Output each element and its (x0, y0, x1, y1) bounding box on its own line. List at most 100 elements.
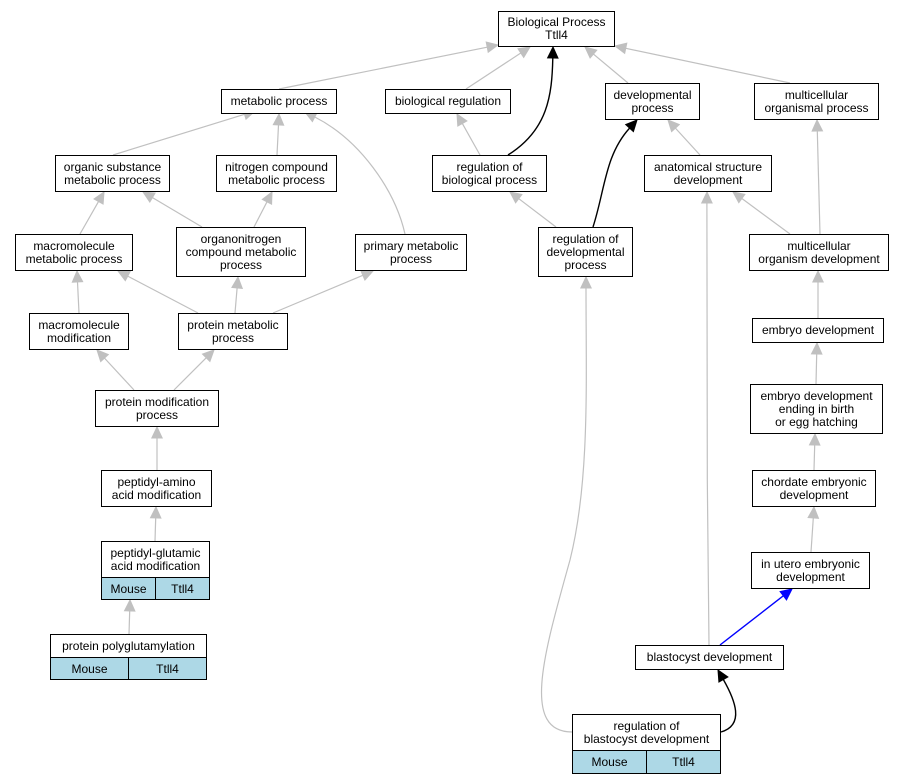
node-label: nitrogen compound metabolic process (225, 159, 328, 187)
arrowhead (261, 190, 273, 206)
node-anatomical-structure-development[interactable]: anatomical structure development (644, 155, 772, 192)
node-root-label: Biological Process Ttll4 (507, 15, 606, 42)
node-protein-modification-process[interactable]: protein modification process (95, 390, 219, 427)
node-label: chordate embryonic development (761, 474, 867, 502)
edge-bioreg-to-root (465, 46, 531, 90)
arrowhead (717, 668, 729, 683)
node-label: protein polyglutamylation (62, 639, 195, 653)
edge-inutero-to-chordate (807, 505, 820, 553)
annotation-row: Mouse Ttll4 (50, 657, 207, 680)
arrowhead (732, 191, 746, 204)
node-multicellular-organismal-process[interactable]: multicellular organismal process (754, 83, 879, 120)
node-label: biological regulation (394, 94, 502, 108)
node-label: peptidyl-amino acid modification (111, 474, 202, 502)
node-label: organonitrogen compound metabolic proces… (185, 231, 297, 272)
edge-proteinmetab-to-macrometab (116, 270, 199, 314)
node-in-utero-embryonic-development[interactable]: in utero embryonic development (751, 552, 870, 589)
arrowhead (779, 588, 793, 601)
edge-macrometab-to-organicsub (79, 190, 105, 235)
edge-multiorg-to-root (613, 42, 791, 84)
arrowhead (517, 46, 531, 59)
arrowhead (812, 269, 824, 283)
edge-regdev-to-regbio (509, 191, 557, 228)
node-embryo-development[interactable]: embryo development (752, 318, 884, 343)
node-developmental-process[interactable]: developmental process (605, 83, 700, 120)
node-embryo-development-ending-in-birth[interactable]: embryo development ending in birth or eg… (750, 384, 883, 434)
arrowhead (149, 505, 162, 519)
arrowhead (808, 432, 821, 446)
node-macromolecule-metabolic-process[interactable]: macromolecule metabolic process (15, 234, 133, 271)
node-regulation-of-blastocyst-development[interactable]: regulation of blastocyst development (572, 714, 721, 751)
edge-anatomical-to-devproc (667, 119, 701, 156)
gene-cell: Ttll4 (155, 578, 209, 599)
arrowhead (201, 349, 215, 363)
node-label: embryo development (761, 323, 875, 337)
node-protein-metabolic-process[interactable]: protein metabolic process (178, 313, 288, 350)
node-peptidyl-amino-acid-modification[interactable]: peptidyl-amino acid modification (101, 470, 212, 507)
arrowhead (700, 190, 713, 204)
node-label: peptidyl-glutamic acid modification (110, 546, 201, 573)
node-peptidyl-glutamic-acid-modification[interactable]: peptidyl-glutamic acid modification (101, 541, 210, 578)
node-label: regulation of biological process (441, 159, 538, 187)
node-biological-regulation[interactable]: biological regulation (385, 89, 511, 114)
arrowhead (584, 46, 598, 59)
node-label: in utero embryonic development (761, 556, 860, 584)
edge-protmod-to-macromod (96, 349, 135, 391)
node-label: macromolecule metabolic process (25, 238, 123, 266)
edge-blastocyst-to-inutero (719, 588, 793, 646)
arrowhead (71, 269, 84, 283)
edge-metabolic-to-root (278, 41, 500, 90)
edge-regbio-to-root (507, 45, 559, 156)
edge-regblast-to-regdev (540, 275, 592, 733)
node-label: macromolecule modification (38, 317, 120, 345)
arrowhead (116, 270, 132, 282)
edge-peptglu-to-peptamino (149, 505, 162, 542)
arrowhead (667, 119, 681, 133)
species-cell: Mouse (51, 658, 128, 679)
annotation-row: Mouse Ttll4 (101, 577, 210, 600)
node-label: anatomical structure development (653, 159, 763, 187)
node-protein-polyglutamylation[interactable]: protein polyglutamylation (50, 634, 207, 658)
node-label: primary metabolic process (363, 238, 459, 266)
node-label: multicellular organism development (758, 238, 880, 266)
node-nitrogen-compound-metabolic-process[interactable]: nitrogen compound metabolic process (216, 155, 337, 192)
edge-proteinmetab-to-organonitro (231, 275, 244, 314)
node-label: organic substance metabolic process (63, 159, 162, 187)
node-regulation-of-biological-process[interactable]: regulation of biological process (432, 155, 547, 192)
edge-devproc-to-root (584, 46, 629, 84)
species-cell: Mouse (102, 578, 155, 599)
node-root[interactable]: Biological Process Ttll4 (498, 11, 615, 47)
node-label: metabolic process (230, 94, 328, 108)
node-label: blastocyst development (646, 650, 773, 664)
node-label: regulation of blastocyst development (583, 719, 710, 746)
node-metabolic-process[interactable]: metabolic process (221, 89, 337, 114)
edge-macromod-to-macrometab (71, 269, 84, 314)
arrowhead (546, 45, 559, 59)
node-regulation-of-developmental-process[interactable]: regulation of developmental process (538, 227, 633, 277)
node-label: regulation of developmental process (546, 231, 625, 272)
edge-blastocyst-to-anatomical (700, 190, 713, 646)
gene-cell: Ttll4 (646, 751, 720, 773)
arrowhead (456, 112, 468, 127)
arrowhead (509, 191, 523, 204)
edge-multiorgdev-to-anatomical (732, 191, 791, 235)
arrowhead (272, 112, 285, 126)
edge-peptamino-to-protmod (151, 425, 163, 470)
node-organic-substance-metabolic-process[interactable]: organic substance metabolic process (55, 155, 170, 192)
species-cell: Mouse (573, 751, 646, 773)
edge-protmod-to-proteinmetab (173, 349, 215, 391)
edge-multiorgdev-to-multiorg (811, 118, 824, 235)
node-multicellular-organism-development[interactable]: multicellular organism development (749, 234, 889, 271)
node-macromolecule-modification[interactable]: macromolecule modification (29, 313, 129, 350)
node-blastocyst-development[interactable]: blastocyst development (635, 645, 784, 670)
arrowhead (123, 598, 136, 612)
node-primary-metabolic-process[interactable]: primary metabolic process (355, 234, 467, 271)
arrowhead (93, 190, 105, 205)
node-chordate-embryonic-development[interactable]: chordate embryonic development (752, 470, 876, 507)
edge-regblast-to-blastocyst (717, 668, 737, 733)
node-label: embryo development ending in birth or eg… (760, 388, 873, 429)
arrowhead (624, 119, 638, 133)
node-organonitrogen-compound-metabolic-process[interactable]: organonitrogen compound metabolic proces… (176, 227, 306, 277)
